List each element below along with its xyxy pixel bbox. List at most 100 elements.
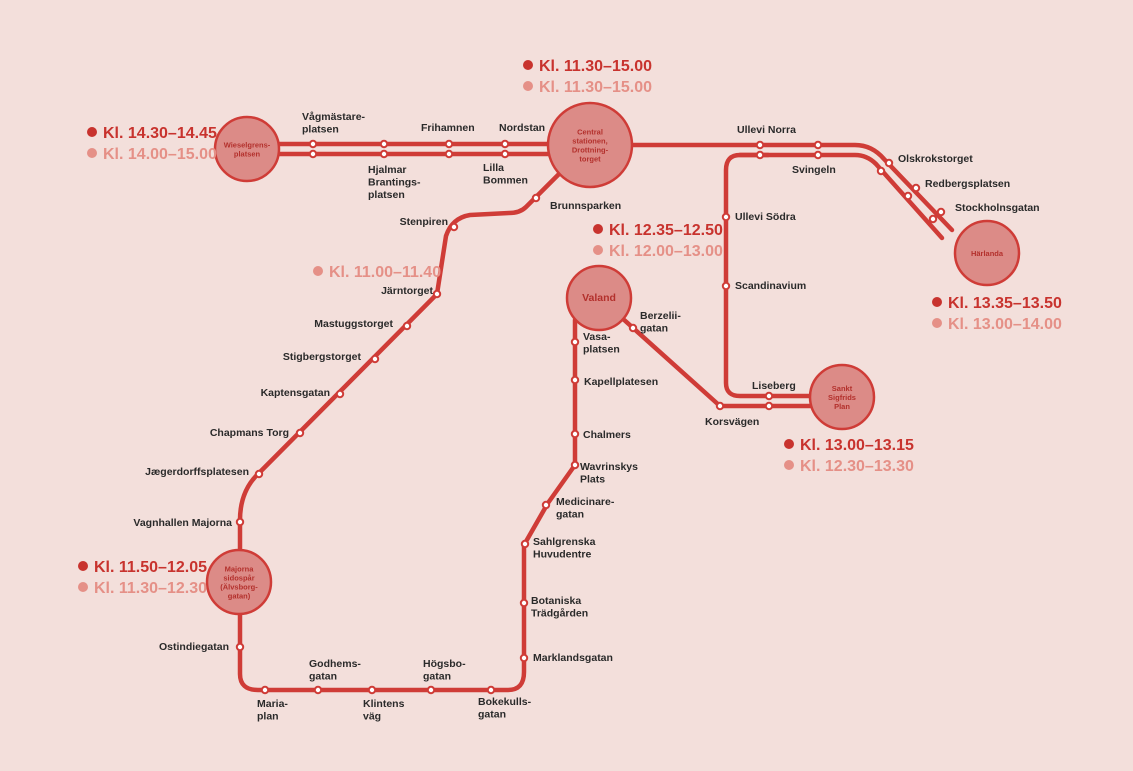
stop-brunnsparken: Brunnsparken xyxy=(531,193,621,212)
stop-label: Chapmans Torg xyxy=(210,427,289,439)
time-primary: Kl. 13.35–13.50 xyxy=(948,295,1062,312)
stop-marker xyxy=(235,517,245,527)
stop-hogsbo: Högsbo-gatan xyxy=(423,658,466,695)
time-primary: Kl. 14.30–14.45 xyxy=(103,125,217,142)
stop-marker xyxy=(813,140,823,150)
stop-kapell: Kapellplatesen xyxy=(570,375,658,388)
stop-marker xyxy=(928,214,938,224)
stop-marker xyxy=(500,149,510,159)
stop-label: Godhems-gatan xyxy=(309,658,361,683)
stop-ostindie: Ostindiegatan xyxy=(159,641,245,653)
stop-label: Svingeln xyxy=(792,164,836,176)
stop-marker xyxy=(519,653,529,663)
time-primary: Kl. 12.35–12.50 xyxy=(609,222,723,239)
track-southwest xyxy=(237,170,563,559)
stop-label: Stockholnsgatan xyxy=(955,202,1040,214)
stop-ullevi-norra: Ullevi Norra xyxy=(737,124,796,150)
stop-mariaplan: Maria-plan xyxy=(257,685,288,723)
hub-circle xyxy=(953,219,1021,287)
track-valand-korsvagen xyxy=(619,315,723,409)
stop-marker xyxy=(486,685,496,695)
stop-label: Medicinare-gatan xyxy=(556,496,615,521)
stop-stockholms: Stockholnsgatan xyxy=(928,202,1040,224)
dot-light-icon xyxy=(87,148,97,158)
dot-light-icon xyxy=(313,266,323,276)
stop-marker xyxy=(936,207,946,217)
stop-stenpiren: Stenpiren xyxy=(400,216,459,232)
stop-label: Scandinavium xyxy=(735,280,806,292)
time-secondary: Kl. 11.30–15.00 xyxy=(539,79,652,96)
stop-marker xyxy=(570,337,580,347)
stop-label: Maria-plan xyxy=(257,698,288,723)
stop-marker xyxy=(519,598,529,608)
time-primary: Kl. 11.30–15.00 xyxy=(539,58,652,75)
time-secondary: Kl. 12.00–13.00 xyxy=(609,243,723,260)
stop-berzelii: Berzelii-gatan xyxy=(628,310,681,335)
stop-marker xyxy=(570,460,580,470)
stop-marker xyxy=(903,191,913,201)
stop-ullevi-sodra: Ullevi Södra xyxy=(721,211,796,223)
stop-mastugg: Mastuggstorget xyxy=(314,318,412,331)
dot-dark-icon xyxy=(78,561,88,571)
track-south-loop xyxy=(237,317,578,693)
hub-circle xyxy=(213,115,281,183)
stop-label: Liseberg xyxy=(752,380,796,392)
dot-light-icon xyxy=(78,582,88,592)
stop-marker xyxy=(379,149,389,159)
stop-label: Kaptensgatan xyxy=(261,387,330,399)
stop-godhems: Godhems-gatan xyxy=(309,658,361,695)
stop-marker xyxy=(379,139,389,149)
track-central-east xyxy=(627,142,955,233)
stop-label: Högsbo-gatan xyxy=(423,658,466,683)
dot-light-icon xyxy=(784,460,794,470)
stop-marker xyxy=(444,149,454,159)
stop-marker xyxy=(755,140,765,150)
hub-circle xyxy=(205,548,273,616)
stop-kaptens: Kaptensgatan xyxy=(261,387,345,399)
track-svingeln-harlanda xyxy=(737,152,945,241)
stop-label: Marklandsgatan xyxy=(533,652,613,664)
stop-label: Redbergsplatsen xyxy=(925,178,1010,190)
stop-vagmastare: Vågmästare-platsen xyxy=(302,111,366,159)
stop-marker xyxy=(570,429,580,439)
stop-vasa: Vasa-platsen xyxy=(570,331,620,356)
time-window-jarntorget: Kl. 11.00–11.40 xyxy=(313,264,441,281)
stop-marker xyxy=(308,149,318,159)
stop-label: Brunnsparken xyxy=(550,200,621,212)
hub-wieselgren: Wieselgrens-platsen xyxy=(213,115,281,183)
dot-dark-icon xyxy=(932,297,942,307)
stop-marker xyxy=(876,166,886,176)
stop-scandinavium: Scandinavium xyxy=(721,280,806,292)
stop-stigbergs: Stigbergstorget xyxy=(283,351,380,364)
stop-marker xyxy=(715,401,725,411)
time-secondary: Kl. 12.30–13.30 xyxy=(800,458,914,475)
hub-label: Wieselgrens-platsen xyxy=(224,141,271,159)
stop-marker xyxy=(254,469,264,479)
stop-label: Ostindiegatan xyxy=(159,641,229,653)
stop-medicinare: Medicinare-gatan xyxy=(541,496,615,521)
stop-marklands: Marklandsgatan xyxy=(519,652,613,664)
dot-light-icon xyxy=(932,318,942,328)
dot-light-icon xyxy=(523,81,533,91)
stop-label: Vasa-platsen xyxy=(583,331,620,356)
stop-liseberg: Liseberg xyxy=(752,380,796,401)
stop-label: Nordstan xyxy=(499,122,545,134)
stop-marker xyxy=(570,375,580,385)
time-primary: Kl. 13.00–13.15 xyxy=(800,437,914,454)
stop-marker xyxy=(370,354,380,364)
stop-marker xyxy=(295,428,305,438)
stop-label: Mastuggstorget xyxy=(314,318,393,330)
